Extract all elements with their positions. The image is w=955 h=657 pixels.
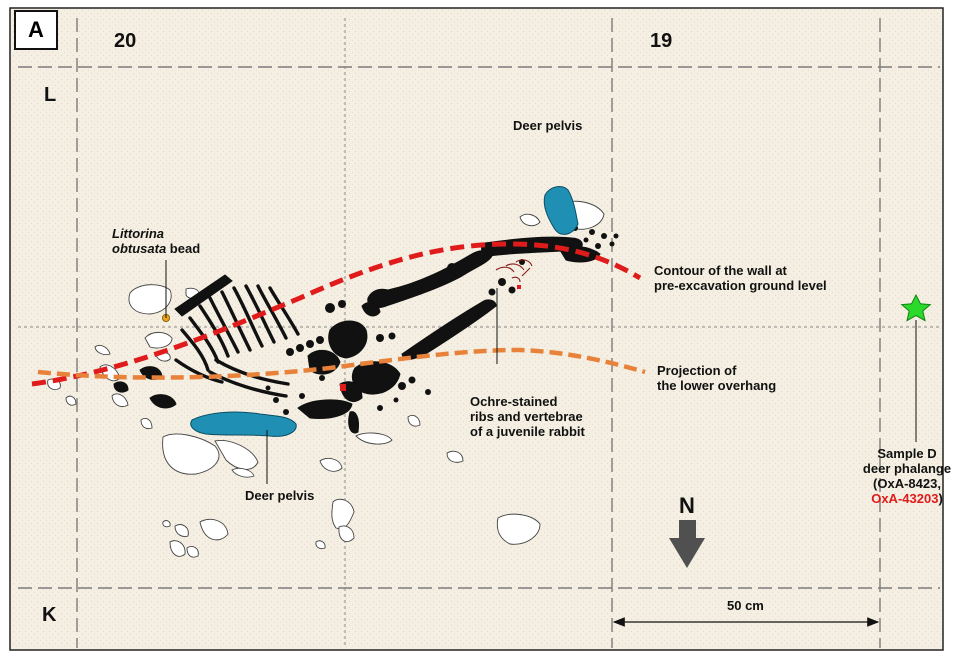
overhang-projection-line <box>37 347 646 380</box>
label-overhang-projection: Projection of the lower overhang <box>657 363 776 393</box>
label-overhang-line2: the lower overhang <box>657 378 777 393</box>
grid-lines <box>18 18 940 648</box>
label-sample-red-id: OxA-43203 <box>871 491 939 506</box>
north-arrow-icon <box>669 520 705 568</box>
label-sample-line3: (OxA-8423, <box>873 476 941 491</box>
grid-label-column-19: 19 <box>650 30 673 52</box>
label-wall-contour: Contour of the wall at pre-excavation gr… <box>654 263 827 293</box>
ochre-rabbit-bones <box>495 259 533 283</box>
stones <box>47 200 605 558</box>
label-wall-contour-line1: Contour of the wall at <box>654 263 787 278</box>
label-sample-line2: deer phalange <box>862 461 952 476</box>
ochre-patches <box>340 285 521 391</box>
sample-star-icon <box>900 293 932 322</box>
label-littorina-species: obtusata <box>112 241 167 256</box>
leader-lines <box>165 260 917 484</box>
label-deer-pelvis-top: Deer pelvis <box>513 118 583 133</box>
label-ochre-line3: of a juvenile rabbit <box>470 424 585 439</box>
plan-background <box>9 7 944 651</box>
grid-label-column-20: 20 <box>114 30 137 52</box>
label-ochre-rabbit: Ochre-stained ribs and vertebrae of a ju… <box>470 394 585 439</box>
grid-label-row-K: K <box>42 604 57 626</box>
grid-label-row-L: L <box>44 84 57 106</box>
label-sample-d: Sample D deer phalange (OxA-8423, OxA-43… <box>860 446 954 506</box>
panel-letter: A <box>14 10 58 50</box>
label-wall-contour-line2: pre-excavation ground level <box>654 278 827 293</box>
vertebrae <box>265 225 619 415</box>
scale-label: 50 cm <box>727 598 764 613</box>
wall-contour-line <box>31 241 642 387</box>
deer-pelvis-bottom-shape <box>190 411 297 437</box>
deer-pelvis-top-shape <box>543 186 579 235</box>
label-littorina-bead: bead <box>169 241 201 256</box>
north-label: N <box>679 493 695 518</box>
label-overhang-line1: Projection of <box>657 363 737 378</box>
label-deer-pelvis-bottom: Deer pelvis <box>245 488 315 503</box>
label-sample-close: ) <box>938 491 943 506</box>
label-littorina-genus: Littorina <box>112 226 164 241</box>
label-ochre-line1: Ochre-stained <box>470 394 558 409</box>
label-ochre-line2: ribs and vertebrae <box>470 409 583 424</box>
label-sample-line1: Sample D <box>877 446 937 461</box>
label-littorina: Littorina obtusata bead <box>112 226 200 256</box>
